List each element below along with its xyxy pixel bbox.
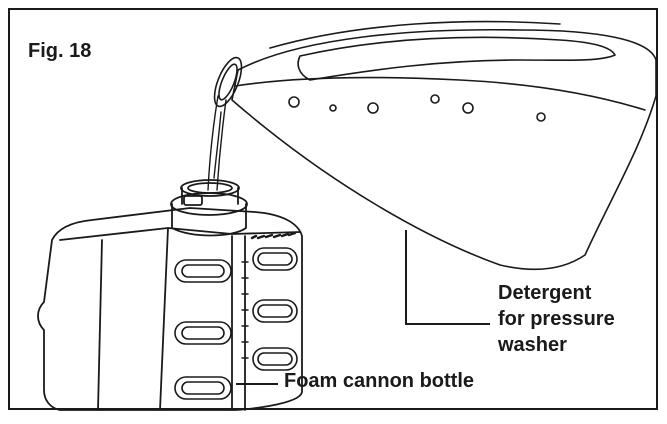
- detergent-stream: [207, 95, 227, 191]
- jug-spout: [213, 56, 243, 108]
- jug-handle-top: [269, 20, 561, 49]
- leader-lines: [236, 230, 490, 385]
- bottle-front-face: [159, 227, 169, 411]
- jug-spout-inner: [218, 63, 238, 101]
- jug-handle-hole: [297, 36, 616, 81]
- bubble: [536, 112, 546, 122]
- bubble: [329, 104, 337, 112]
- detergent-jug: [213, 20, 657, 271]
- figure-frame: [8, 8, 658, 410]
- foam-cannon-bottle-label: Foam cannon bottle: [284, 370, 474, 392]
- bottle-outline: [37, 207, 303, 411]
- bottle-measure-marks: [241, 261, 249, 359]
- detergent-label-line: Detergent: [498, 282, 592, 304]
- jug-body: [231, 28, 657, 271]
- bottle-top-edge: [59, 227, 301, 241]
- bottle-fill-line-marking: [250, 231, 297, 240]
- detergent-label: Detergent for pressure washer: [498, 280, 615, 358]
- bubble: [462, 102, 474, 114]
- jug-shoulder: [234, 76, 646, 111]
- cap-tab: [183, 195, 203, 206]
- figure-title: Fig. 18: [28, 40, 92, 62]
- bottle-neck: [171, 203, 247, 237]
- detergent-label-line: washer: [498, 334, 567, 356]
- bottle-opening: [180, 179, 240, 197]
- bubble: [367, 102, 379, 114]
- bottle-grip-ribs: [174, 247, 298, 400]
- detergent-leader-line: [405, 230, 490, 325]
- bubble: [288, 96, 300, 108]
- foam-cannon-bottle: [37, 179, 303, 411]
- bubble: [430, 94, 440, 104]
- detergent-label-line: for pressure: [498, 308, 615, 330]
